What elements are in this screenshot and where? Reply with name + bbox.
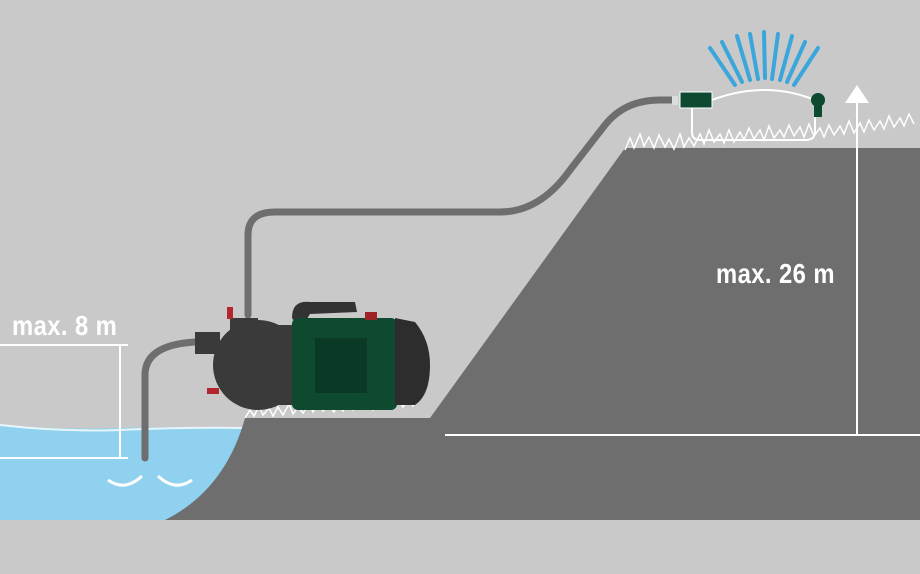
suction-height-label: max. 8 m: [12, 310, 118, 341]
grass-upper: [624, 112, 915, 151]
sprinkler: [672, 30, 825, 141]
suction-flow-arrows-icon: [107, 474, 193, 487]
water-spray: [708, 30, 820, 87]
garden-pump: [195, 301, 430, 410]
arrow-up-icon: [845, 85, 869, 103]
delivery-height-label: max. 26 m: [716, 258, 835, 289]
height-markers: [0, 85, 920, 459]
hoses: [141, 96, 676, 462]
ground-hill: [165, 148, 920, 520]
